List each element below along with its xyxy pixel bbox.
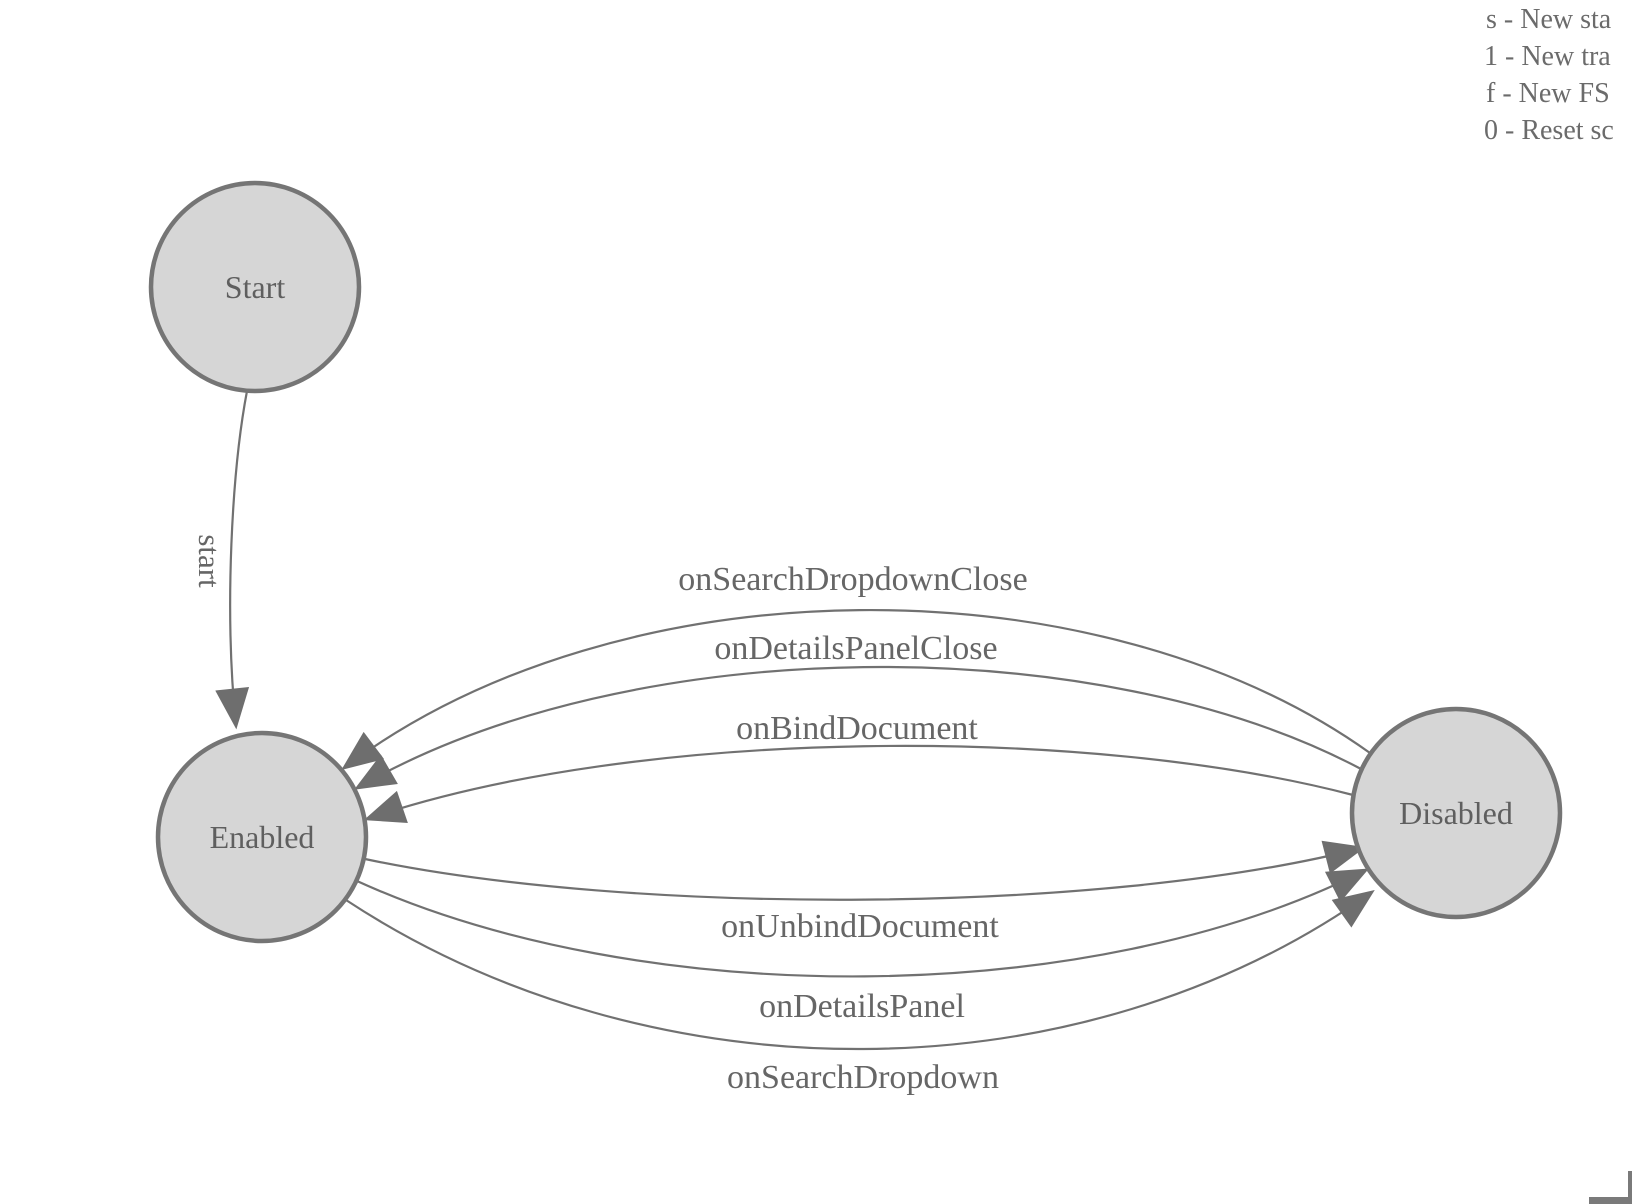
- transition-edge-onBindDocument[interactable]: [363, 744, 1354, 824]
- state-label-disabled: Disabled: [1399, 795, 1513, 831]
- shortcut-legend: s - New sta 1 - New tra f - New FS 0 - R…: [1484, 4, 1614, 146]
- transition-edge-onSearchDropdown[interactable]: [345, 890, 1375, 1051]
- transition-edge-start[interactable]: [215, 390, 250, 730]
- legend-line-new-state: s - New sta: [1486, 4, 1612, 35]
- transition-label-onDetailsPanelClose: onDetailsPanelClose: [714, 630, 997, 667]
- state-node-start[interactable]: Start: [148, 180, 362, 394]
- panel-corner-vertical-bar: [1628, 1171, 1632, 1204]
- state-circle-start[interactable]: [148, 180, 362, 394]
- offscreen-panel-corner: [1589, 1171, 1632, 1204]
- transition-label-onBindDocument: onBindDocument: [736, 710, 978, 747]
- panel-corner-horizontal-bar: [1589, 1197, 1632, 1204]
- transition-label-start: start: [192, 534, 227, 588]
- transition-label-onSearchDropdownClose: onSearchDropdownClose: [678, 561, 1027, 598]
- transition-edge-onSearchDropdownClose[interactable]: [341, 608, 1371, 771]
- state-label-enabled: Enabled: [210, 819, 315, 855]
- state-circle-disabled[interactable]: [1349, 706, 1563, 920]
- transition-edge-onUnbindDocument[interactable]: [364, 840, 1366, 901]
- legend-line-reset: 0 - Reset sc: [1484, 115, 1614, 146]
- state-node-enabled[interactable]: Enabled: [155, 730, 369, 944]
- state-circle-enabled[interactable]: [155, 730, 369, 944]
- legend-line-new-fsm: f - New FS: [1486, 78, 1610, 109]
- transition-edge-onDetailsPanelClose[interactable]: [354, 665, 1362, 790]
- legend-line-new-transition: 1 - New tra: [1484, 41, 1611, 72]
- transition-label-onDetailsPanel: onDetailsPanel: [759, 988, 965, 1025]
- state-node-disabled[interactable]: Disabled: [1349, 706, 1563, 920]
- state-label-start: Start: [225, 269, 286, 305]
- transition-label-onUnbindDocument: onUnbindDocument: [721, 908, 999, 945]
- transition-edge-onDetailsPanel[interactable]: [356, 868, 1370, 978]
- transition-label-onSearchDropdown: onSearchDropdown: [727, 1059, 999, 1096]
